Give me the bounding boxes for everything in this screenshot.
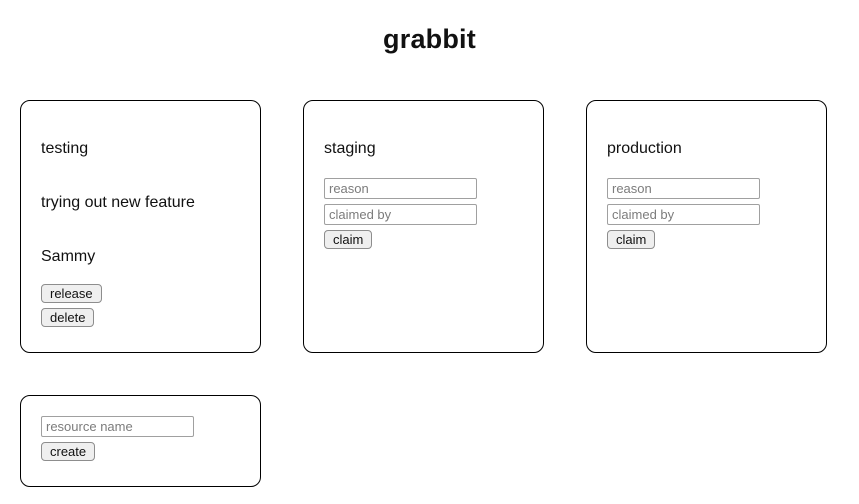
claim-reason-text: trying out new feature [41,194,195,211]
resource-name: testing [41,140,89,157]
claim-button-row: claim [607,230,806,249]
release-button-row: release [41,284,240,303]
delete-button[interactable]: delete [41,308,95,327]
resource-name-input[interactable] [41,416,194,437]
app-title: grabbit [383,24,476,54]
claim-button-row: claim [324,230,523,249]
resource-name: production [607,140,682,157]
resources-row: testing trying out new feature Sammy rel… [20,100,859,353]
release-button[interactable]: release [41,284,102,303]
claim-button[interactable]: claim [324,230,373,249]
resource-card-production: production claim [586,100,827,353]
create-button[interactable]: create [41,442,96,461]
reason-input[interactable] [607,178,760,199]
delete-button-row: delete [41,308,240,327]
claimed-by-input[interactable] [607,204,760,225]
resource-card-testing: testing trying out new feature Sammy rel… [20,100,261,353]
resource-name: staging [324,140,376,157]
create-resource-card: create [20,395,261,487]
claimed-by-text: Sammy [41,248,96,265]
claim-button[interactable]: claim [607,230,656,249]
resource-card-staging: staging claim [303,100,544,353]
create-button-row: create [41,442,240,461]
claimed-by-input[interactable] [324,204,477,225]
reason-input[interactable] [324,178,477,199]
